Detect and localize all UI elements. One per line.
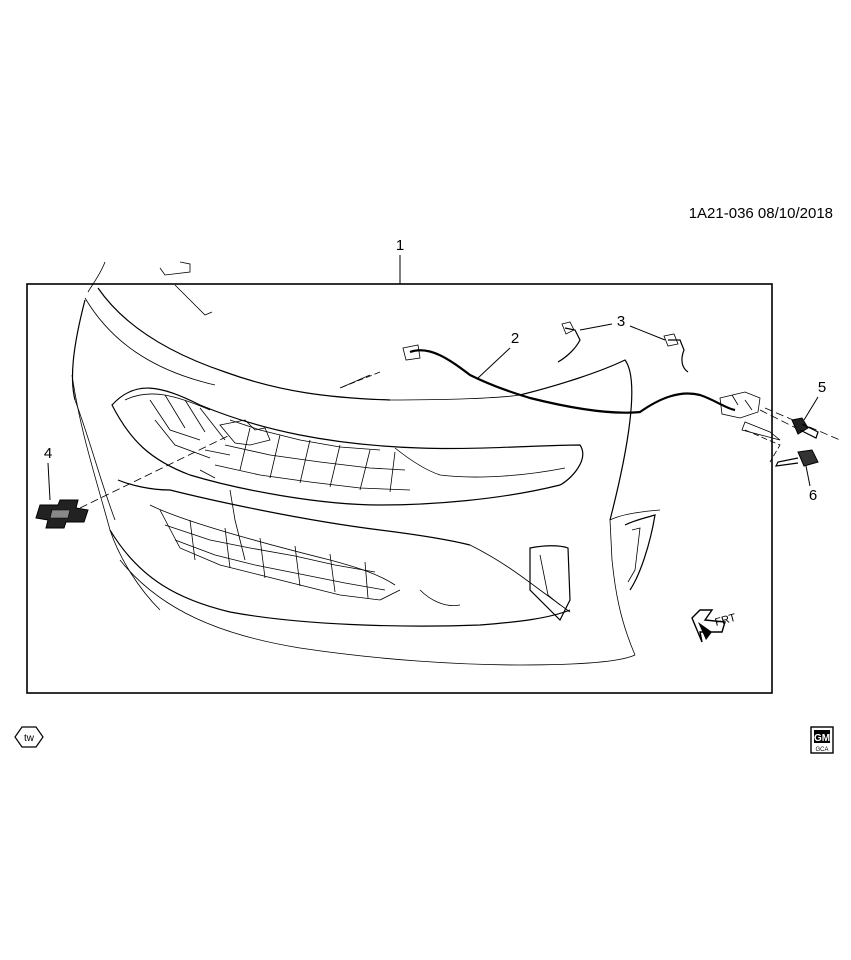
leader-4 (47, 462, 51, 501)
leader-2 (477, 347, 511, 379)
connector-5 (791, 417, 819, 439)
clip-right (668, 339, 689, 373)
connector-6 (774, 449, 819, 467)
front-bumper-fascia (71, 261, 661, 666)
wiring-harness (339, 344, 841, 463)
harness-clips (557, 321, 689, 373)
harness-connector-end (402, 344, 421, 361)
callout-6: 6 (809, 487, 817, 504)
assembly-frame (26, 283, 773, 694)
callout-4: 4 (44, 445, 52, 462)
leader-5 (803, 396, 819, 421)
emblem-install-line (79, 434, 231, 509)
callout-2: 2 (511, 330, 519, 347)
harness-connector-main (719, 391, 761, 419)
clip-left (557, 327, 581, 363)
callout-5: 5 (818, 379, 826, 396)
front-direction-arrow: FRT (691, 609, 738, 643)
leader-3b (629, 325, 666, 341)
callout-3: 3 (617, 313, 625, 330)
tw-badge-label: tw (24, 733, 35, 744)
frt-label: FRT (714, 612, 738, 629)
gm-logo-text: GM (814, 733, 830, 744)
callout-1: 1 (396, 237, 404, 254)
gm-logo: GM GCA (810, 726, 834, 754)
leader-6 (805, 465, 811, 487)
gm-logo-subtext: GCA (815, 747, 828, 753)
diagram-identifier: 1A21-036 08/10/2018 (689, 205, 833, 222)
tw-badge: tw (14, 726, 44, 748)
front-emblem (35, 499, 89, 529)
leader-3a (579, 323, 613, 331)
